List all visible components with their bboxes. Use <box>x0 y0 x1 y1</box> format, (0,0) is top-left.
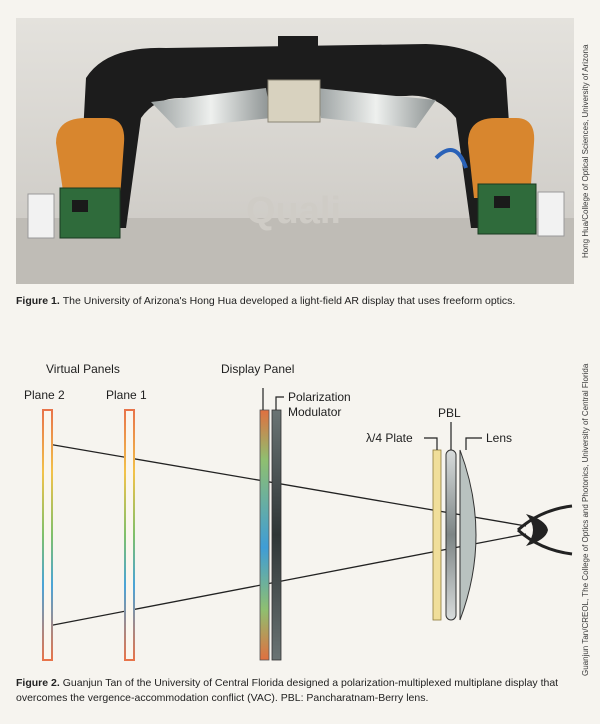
pbl-element <box>445 449 457 621</box>
polarization-modulator <box>271 409 282 661</box>
figure2-caption: Figure 2.Guanjun Tan of the University o… <box>16 676 574 706</box>
label-polarization: Polarization <box>288 390 351 404</box>
display-panel <box>259 409 270 661</box>
label-quarter-wave-plate: λ/4 Plate <box>366 431 413 445</box>
eye-icon <box>516 504 573 556</box>
label-virtual-panels: Virtual Panels <box>46 362 120 376</box>
label-plane1: Plane 1 <box>106 388 147 402</box>
plane2-panel <box>42 409 53 661</box>
figure1-number: Figure 1. <box>16 295 60 307</box>
svg-text:Quali: Quali <box>246 190 341 232</box>
plane1-panel <box>124 409 135 661</box>
figure2-number: Figure 2. <box>16 677 60 689</box>
quarter-wave-plate <box>432 449 442 621</box>
figure1-photo: Quali <box>16 18 574 284</box>
figure1-caption-text: The University of Arizona's Hong Hua dev… <box>62 295 516 307</box>
label-display-panel: Display Panel <box>221 362 295 376</box>
figure1-credit: Hong Hua/College of Optical Sciences, Un… <box>581 44 590 258</box>
label-plane2: Plane 2 <box>24 388 65 402</box>
figure1-caption: Figure 1.The University of Arizona's Hon… <box>16 294 574 309</box>
label-modulator: Modulator <box>288 405 342 419</box>
figure2-credit: Guanjun Tan/CREOL, The College of Optics… <box>581 363 590 677</box>
lens-element <box>459 449 477 621</box>
label-lens: Lens <box>486 431 513 445</box>
figure2-caption-text: Guanjun Tan of the University of Central… <box>16 677 559 704</box>
figure2-diagram: Virtual Panels Plane 2 Plane 1 Display P… <box>16 340 574 670</box>
label-pbl: PBL <box>438 406 461 420</box>
